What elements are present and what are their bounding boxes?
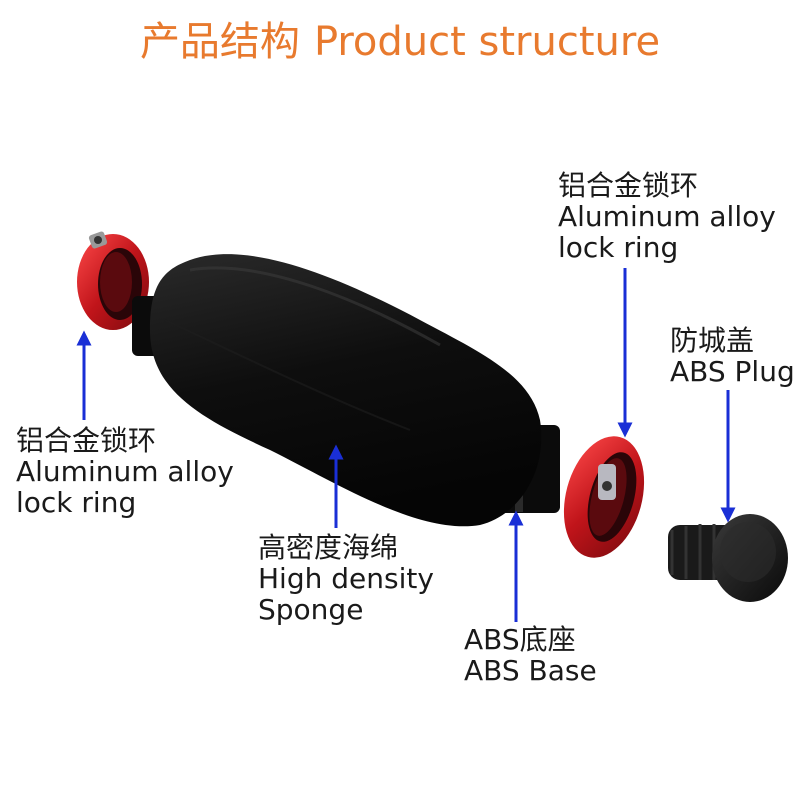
callout-lock-ring-left: 铝合金锁环 Aluminum alloy lock ring [16, 425, 234, 518]
callout-line1: Aluminum alloy [558, 201, 776, 232]
callout-zh: 铝合金锁环 [16, 425, 234, 456]
callout-lock-ring-right: 铝合金锁环 Aluminum alloy lock ring [558, 170, 776, 263]
callout-line2: lock ring [16, 487, 234, 518]
callout-line2: lock ring [558, 232, 776, 263]
callout-line1: ABS Base [464, 655, 597, 686]
callout-zh: 防城盖 [670, 325, 795, 356]
callout-line2: Sponge [258, 594, 434, 625]
callout-zh: 高密度海绵 [258, 532, 434, 563]
callout-plug: 防城盖 ABS Plug [670, 325, 795, 387]
callout-zh: 铝合金锁环 [558, 170, 776, 201]
abs-plug [668, 514, 788, 602]
lock-ring-right [551, 427, 657, 566]
callout-line1: Aluminum alloy [16, 456, 234, 487]
callout-sponge: 高密度海绵 High density Sponge [258, 532, 434, 625]
callout-base: ABS底座 ABS Base [464, 624, 597, 686]
callout-line1: High density [258, 563, 434, 594]
callout-zh: ABS底座 [464, 624, 597, 655]
callout-line1: ABS Plug [670, 356, 795, 387]
